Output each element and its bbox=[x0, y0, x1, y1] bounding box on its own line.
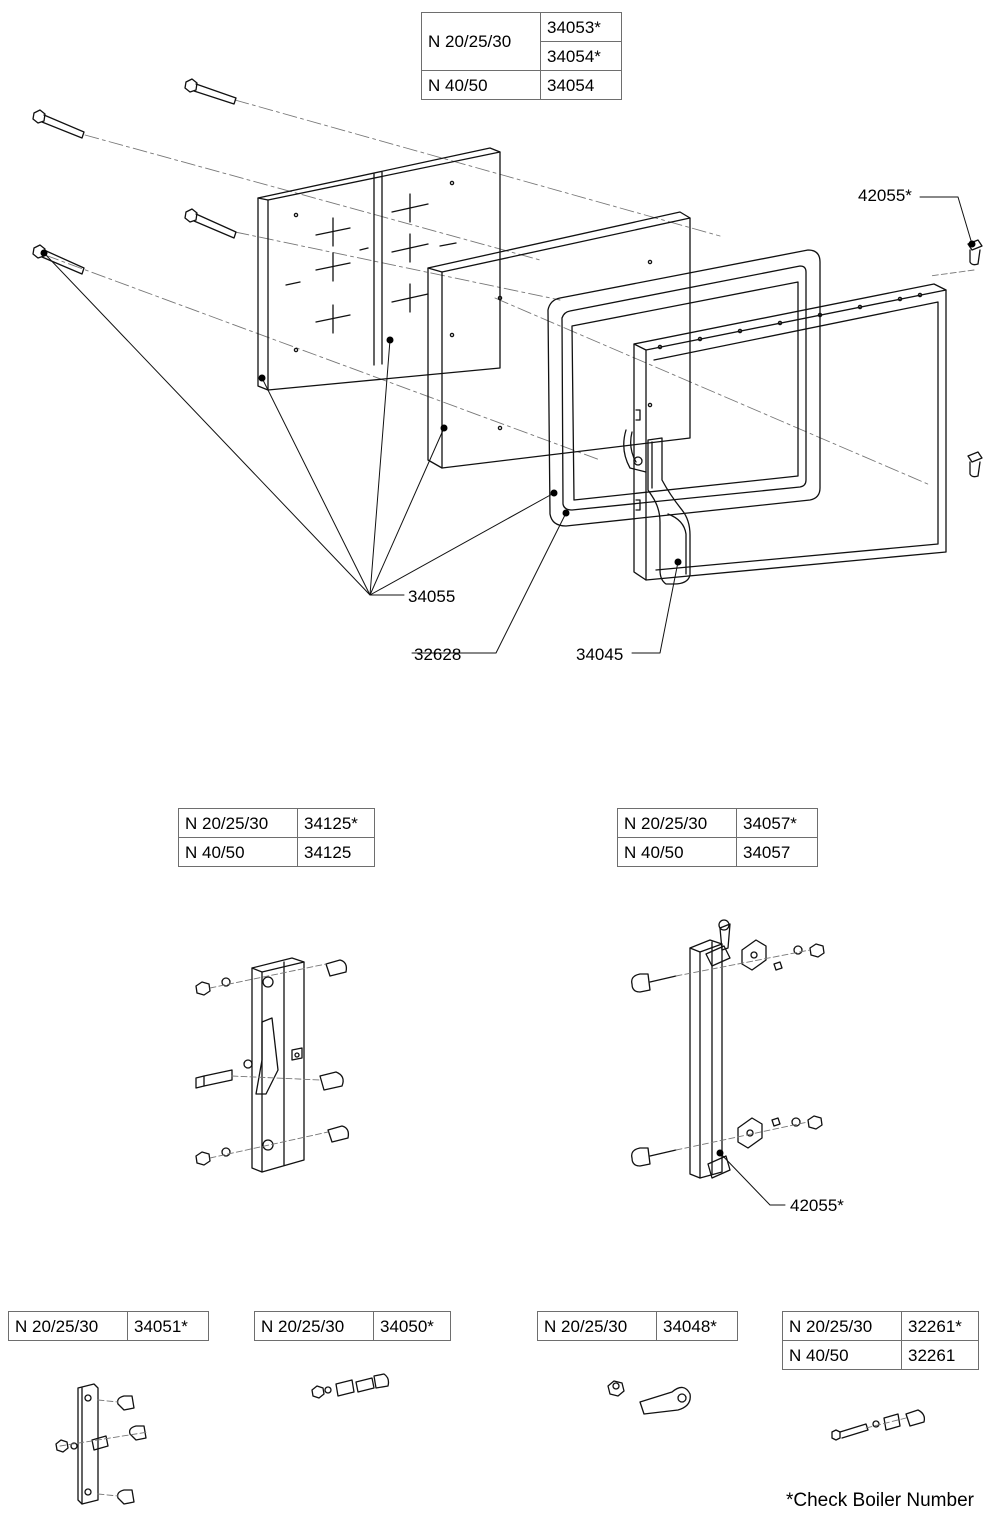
model-cell: N 40/50 bbox=[782, 1340, 902, 1370]
door-bolt bbox=[32, 244, 85, 275]
callout-pin-bracket: 42055* bbox=[790, 1196, 844, 1215]
part-number-cell: 34051* bbox=[127, 1311, 209, 1341]
callout-gasket-frame: 32628 bbox=[414, 645, 462, 664]
bracket-left-part-table: N 20/25/30 34125* N 40/50 34125 bbox=[178, 808, 375, 867]
bracket-right-part-table: N 20/25/30 34057* N 40/50 34057 bbox=[617, 808, 818, 867]
footnote: *Check Boiler Number bbox=[786, 1490, 974, 1511]
kit-d-parts bbox=[831, 1409, 926, 1441]
model-cell: N 20/25/30 bbox=[8, 1311, 128, 1341]
model-cell: N 20/25/30 bbox=[537, 1311, 657, 1341]
front-door bbox=[633, 283, 947, 581]
hinge-pin bbox=[929, 239, 983, 277]
kit-d-part-table: N 20/25/30 32261* N 40/50 32261 bbox=[782, 1311, 979, 1370]
door-bolt bbox=[184, 78, 237, 105]
kit-b-parts bbox=[311, 1373, 390, 1399]
part-number-cell: 34050* bbox=[373, 1311, 451, 1341]
gasket-frame bbox=[547, 249, 821, 527]
part-number-cell: 34125 bbox=[297, 837, 375, 867]
part-number-cell: 34057 bbox=[736, 837, 818, 867]
kit-b-part-table: N 20/25/30 34050* bbox=[254, 1311, 451, 1341]
part-number-cell: 32261 bbox=[901, 1340, 979, 1370]
model-cell: N 40/50 bbox=[617, 837, 737, 867]
part-number-cell: 32261* bbox=[901, 1311, 979, 1341]
part-number-cell: 34125* bbox=[297, 808, 375, 838]
callout-dots bbox=[40, 240, 976, 1157]
kit-a-part-table: N 20/25/30 34051* bbox=[8, 1311, 209, 1341]
back-insulation-panel bbox=[257, 147, 501, 391]
kit-c-part-table: N 20/25/30 34048* bbox=[537, 1311, 738, 1341]
part-number-cell: 34054* bbox=[540, 41, 622, 71]
door-frame-part-table: N 20/25/30 34053* 34054* N 40/50 34054 bbox=[421, 12, 622, 100]
kit-c-parts bbox=[607, 1380, 691, 1415]
bracket-left-assembly bbox=[195, 957, 350, 1173]
leader-lines bbox=[43, 196, 973, 1206]
part-number-cell: 34054 bbox=[540, 70, 622, 100]
hinge-pin bbox=[967, 451, 983, 478]
assembly-center-lines bbox=[44, 99, 931, 486]
callout-pin-top: 42055* bbox=[858, 186, 912, 205]
part-number-cell: 34057* bbox=[736, 808, 818, 838]
model-cell: N 20/25/30 bbox=[254, 1311, 374, 1341]
insulation-block bbox=[427, 211, 691, 469]
door-bolt bbox=[184, 208, 237, 239]
kit-a-parts bbox=[55, 1383, 149, 1505]
bracket-right-assembly bbox=[631, 919, 825, 1179]
callout-handle-door: 34045 bbox=[576, 645, 624, 664]
model-cell: N 40/50 bbox=[178, 837, 298, 867]
model-cell: N 20/25/30 bbox=[178, 808, 298, 838]
model-cell: N 40/50 bbox=[421, 70, 541, 100]
part-number-cell: 34048* bbox=[656, 1311, 738, 1341]
part-number-cell: 34053* bbox=[540, 12, 622, 42]
model-cell: N 20/25/30 bbox=[782, 1311, 902, 1341]
door-handle bbox=[623, 429, 691, 585]
door-bolt bbox=[32, 109, 85, 139]
callout-panel-set: 34055 bbox=[408, 587, 456, 606]
model-cell: N 20/25/30 bbox=[421, 12, 541, 71]
model-cell: N 20/25/30 bbox=[617, 808, 737, 838]
